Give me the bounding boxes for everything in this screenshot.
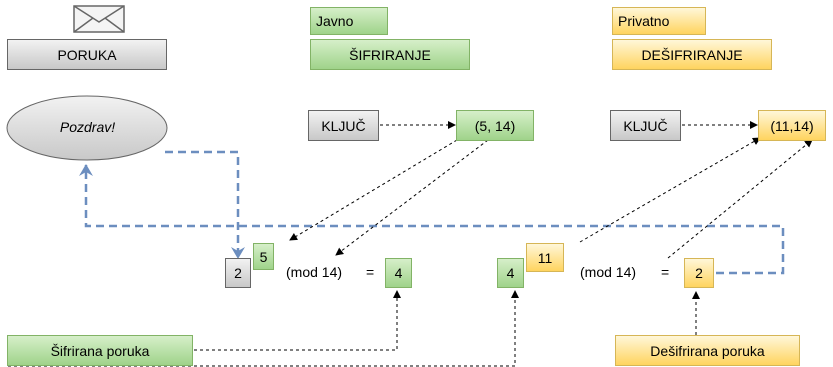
- message-text: Pozdrav!: [59, 119, 116, 135]
- encryption-result: 4: [385, 258, 412, 288]
- encryption-exponent: 5: [253, 243, 274, 270]
- encrypted-to-result-arrow: [194, 290, 401, 351]
- decryption-title: DEŠIFRIRANJE: [612, 39, 772, 70]
- private-key-label: KLJUČ: [610, 110, 681, 141]
- message-ellipse: [6, 95, 168, 161]
- encrypted-to-base-arrow: [8, 290, 519, 367]
- key-to-modulus-arrow: [335, 139, 489, 256]
- decrypted-message-label: Dešifrirana poruka: [615, 335, 800, 366]
- encryption-base: 2: [225, 258, 251, 288]
- private-key-to-modulus-arrow: [667, 139, 813, 259]
- encrypted-message-label: Šifrirana poruka: [7, 335, 193, 366]
- private-tag: Privatno: [612, 7, 706, 35]
- encryption-modulus: (mod 14): [286, 264, 343, 280]
- public-tag: Javno: [310, 7, 388, 35]
- encryption-equals: =: [366, 264, 375, 280]
- key-to-exponent-arrow: [289, 139, 458, 241]
- public-key-value: (5, 14): [456, 110, 534, 141]
- decryption-result: 2: [684, 258, 714, 288]
- decryption-exponent: 11: [526, 243, 564, 272]
- decrypted-to-message-arrow: [79, 164, 785, 275]
- envelope-icon: [73, 5, 125, 33]
- public-key-label: KLJUČ: [308, 110, 379, 141]
- encryption-title: ŠIFRIRANJE: [310, 39, 470, 70]
- private-key-to-exponent-arrow: [579, 137, 761, 243]
- decryption-equals: =: [661, 264, 670, 280]
- message-label: PORUKA: [7, 39, 167, 70]
- decryption-modulus: (mod 14): [580, 264, 637, 280]
- message-to-base-arrow: [165, 150, 245, 259]
- decryption-base: 4: [497, 258, 524, 288]
- private-key-value: (11,14): [758, 110, 826, 141]
